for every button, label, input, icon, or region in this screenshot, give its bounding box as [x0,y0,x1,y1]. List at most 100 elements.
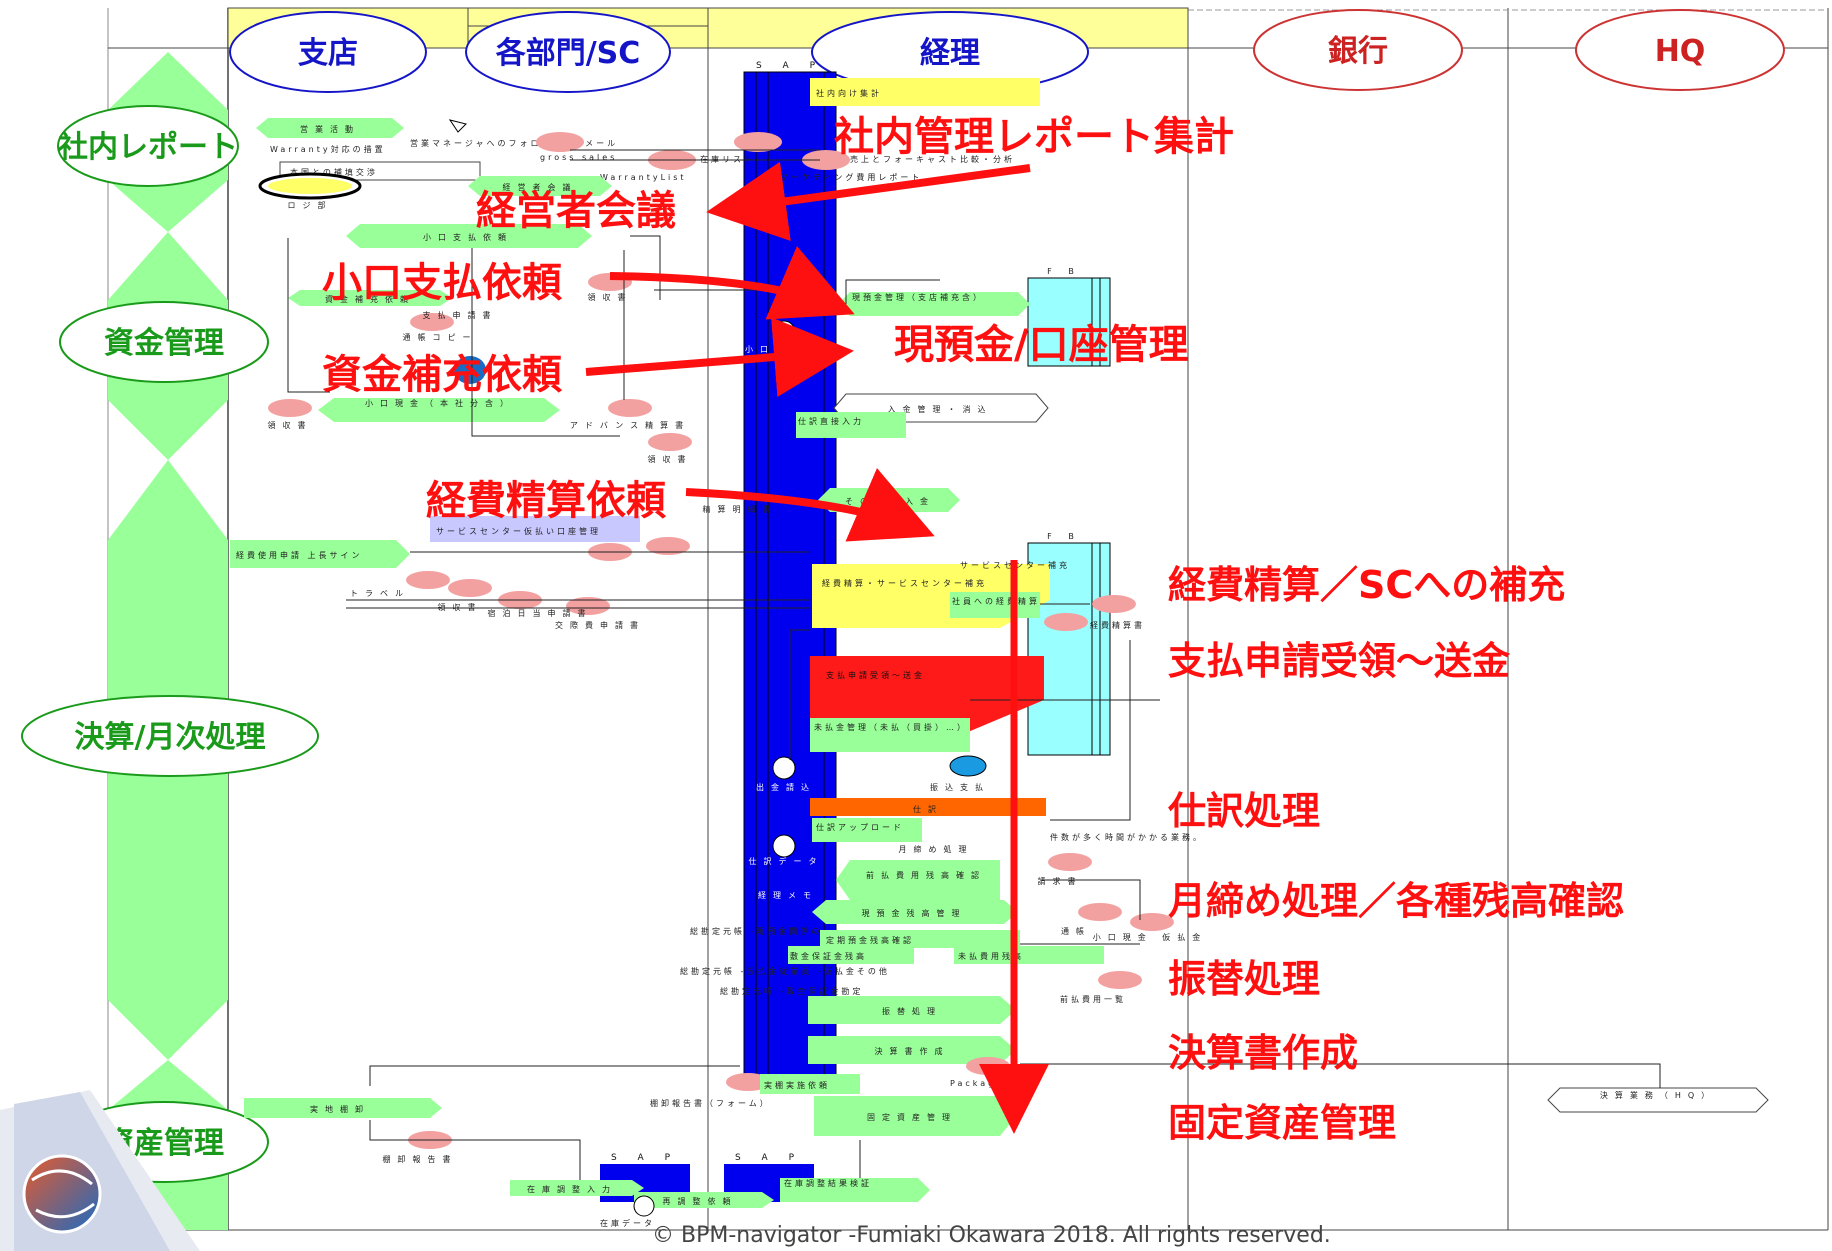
text-marketing-cost: マーケティング費用レポート [780,172,922,182]
flow-connectors [287,149,1661,1180]
callout-payment-request-to-remit: 支払申請受領～送金 [1168,639,1511,683]
box-management-meeting: 経営者会議 [503,182,578,192]
text-receipt-b: 領収書 [268,420,313,430]
sap-label-bottom-2: S A P [735,1153,803,1163]
box-inventory-count-order: 実棚実施依頼 [764,1080,830,1090]
text-receipt-a: 領収書 [588,292,633,302]
lane-title-departments: 各部門/SC [495,36,641,71]
box-statement-create: 決算書作成 [875,1046,950,1056]
callout-monthly-closing: 月締め処理／各種残高確認 [1168,879,1624,923]
text-package: Package [950,1079,1004,1088]
callout-fund-replenish-request: 資金補充依頼 [322,352,563,398]
text-receipt-c: 領収書 [648,454,693,464]
text-gross-sales: gross sales [540,153,617,162]
box-cash-balance: 現預金残高管理 [862,908,967,918]
text-passbook: 通帳 [1061,926,1091,936]
box-fixed-deposit: 定期預金残高確認 [826,935,914,945]
lane-header-accounting: 経理 [811,11,1089,93]
box-expense-sc: 経費精算・サービスセンター補充 [822,578,987,588]
box-closing-hq: 決算業務（HQ） [1600,1090,1716,1100]
phase-internal-report: 社内レポート [57,105,239,187]
text-gl-deposit: 総勘定元帳 -敷金保証金勘定 [720,986,863,996]
callout-internal-report-summary: 社内管理レポート集計 [834,114,1234,160]
text-advance-settlement: アドバンス精算書 [570,420,690,430]
box-unpaid-balance: 未払費用残高 [958,951,1024,961]
box-petty-cash-hq: 小口現金（本社分含） [365,398,515,408]
text-settlement-detail: 精算明細書 [703,504,778,514]
red-callouts: 社内管理レポート集計 経営者会議 小口支払依頼 現預金/口座管理 資金補充依頼 … [322,114,1624,1145]
text-receipt-d: 領収書 [438,602,483,612]
box-journal-direct: 仕訳直接入力 [798,416,864,426]
box-ap-management: 未払金管理（未払（買掛）…） [814,722,968,732]
callout-expense-sc-replenish: 経費精算／SCへの補充 [1168,563,1565,607]
text-wire-payment: 振込支払 [930,782,990,792]
internal-report-flow: 営業活動 Warranty対応の措置 営業マネージャへのフォローアップメール g… [256,78,1040,210]
text-entertainment: 交際費申請書 [555,620,645,630]
text-monthly-close: 月締め処理 [899,844,974,854]
phase-arrows [108,52,228,1230]
fb-column-top: F B [1027,267,1111,367]
box-deposit-reconcile: 入金管理・消込 [888,404,993,414]
text-gl-prepaid: 総勘定元帳 -仮払金従業員 -仮払金その他 [680,966,890,976]
lane-title-accounting: 経理 [920,36,980,71]
box-expense-apply: 経費使用申請 上長サイン [236,550,363,560]
text-journal-data: 仕訳データ [749,856,824,866]
box-petty-cash-request: 小口支払依頼 [423,232,513,242]
text-many-cases: 件数が多く時間がかかる業務。 [1050,832,1204,842]
lane-header-hq: HQ [1575,9,1785,91]
lane-title-branch: 支店 [298,36,358,71]
phase-label-internal-report: 社内レポート [58,130,238,165]
box-payment-request-receipt: 支払申請受領～送金 [826,670,925,680]
text-withdraw-entry: 出金請込 [756,782,816,792]
text-sales-forecast: 売上とフォーキャスト比較・分析 [850,154,1015,164]
red-arrows [585,161,1049,1134]
text-gl-cash: 総勘定元帳 -現預金関係の… [690,926,833,936]
box-cash-deposit-mgmt: 現預金管理（支店補充含） [852,292,984,302]
box-staff-expense: 社員への経費精算 [952,596,1040,606]
box-fixed-asset: 固定資産管理 [867,1112,957,1122]
fb-label-bottom: F B [1047,532,1081,541]
lane-title-bank: 銀行 [1328,34,1388,69]
phase-fund-management: 資金管理 [59,301,269,383]
text-sales-manager: 営業マネージャへのフォローアップメール [410,138,618,148]
text-hq-negotiation: 本国との補填交渉 [290,167,378,177]
phase-closing: 決算/月次処理 [21,695,319,777]
callout-petty-cash-request: 小口支払依頼 [322,260,563,306]
text-petty-cash-advance: 小口現金 仮払金 [1093,932,1208,942]
text-accommodation: 宿泊日当申請書 [488,608,593,618]
text-invoice: 請求書 [1038,876,1083,886]
box-prepaid-check: 前払費用残高確認 [866,870,986,880]
phase-label-fund-management: 資金管理 [104,326,224,361]
text-payment-request-form: 支払申請書 [423,310,498,320]
callout-financial-statements: 決算書作成 [1168,1031,1358,1075]
box-sales-activity: 営業活動 [300,124,360,134]
text-inventory-list: 在庫リスト [700,154,755,164]
text-inventory-report-form: 棚卸報告書（フォーム） [650,1098,771,1108]
copyright-footer: © BPM-navigator -Fumiaki Okawara 2018. A… [652,1223,1331,1248]
lane-title-hq: HQ [1655,34,1706,69]
callout-management-meeting: 経営者会議 [476,188,676,234]
box-deposit-guarantee: 敷金保証金残高 [790,951,867,961]
callout-fixed-asset-management: 固定資産管理 [1168,1101,1396,1145]
box-transfer: 振替処理 [882,1006,942,1016]
box-inventory-adjust-input: 在庫調整入力 [527,1184,617,1194]
text-prepaid-list: 前払費用一覧 [1060,994,1126,1004]
lane-header-bank: 銀行 [1253,9,1463,91]
text-logistics: ロジ部 [288,200,333,210]
sap-label-bottom-1: S A P [611,1153,679,1163]
box-journal: 仕訳 [913,804,943,814]
sap-label-top: S A P [756,61,824,71]
text-accounting-memo: 経理メモ [758,890,818,900]
callout-cash-account-management: 現預金/口座管理 [894,322,1189,368]
asset-management-flow: 実地棚卸 実棚実施依頼 棚卸報告書（フォーム） 固定資産管理 決算業務（HQ） … [244,1073,1769,1228]
text-warranty: Warranty対応の措置 [270,144,386,154]
box-fund-replenish: 資金補充依頼 [325,294,415,304]
box-internal-report: 社内向け集計 [816,88,882,98]
box-inventory-adjust-result: 在庫調整結果検証 [784,1178,872,1188]
lane-header-departments: 各部門/SC [465,11,671,93]
box-journal-approval: 仕訳アップロード [816,822,904,832]
text-warranty-list: WarrantyList [600,173,687,182]
text-inventory-report: 棚卸報告書 [383,1154,458,1164]
fb-label-top: F B [1047,267,1081,276]
phase-label-closing: 決算/月次処理 [75,720,266,755]
